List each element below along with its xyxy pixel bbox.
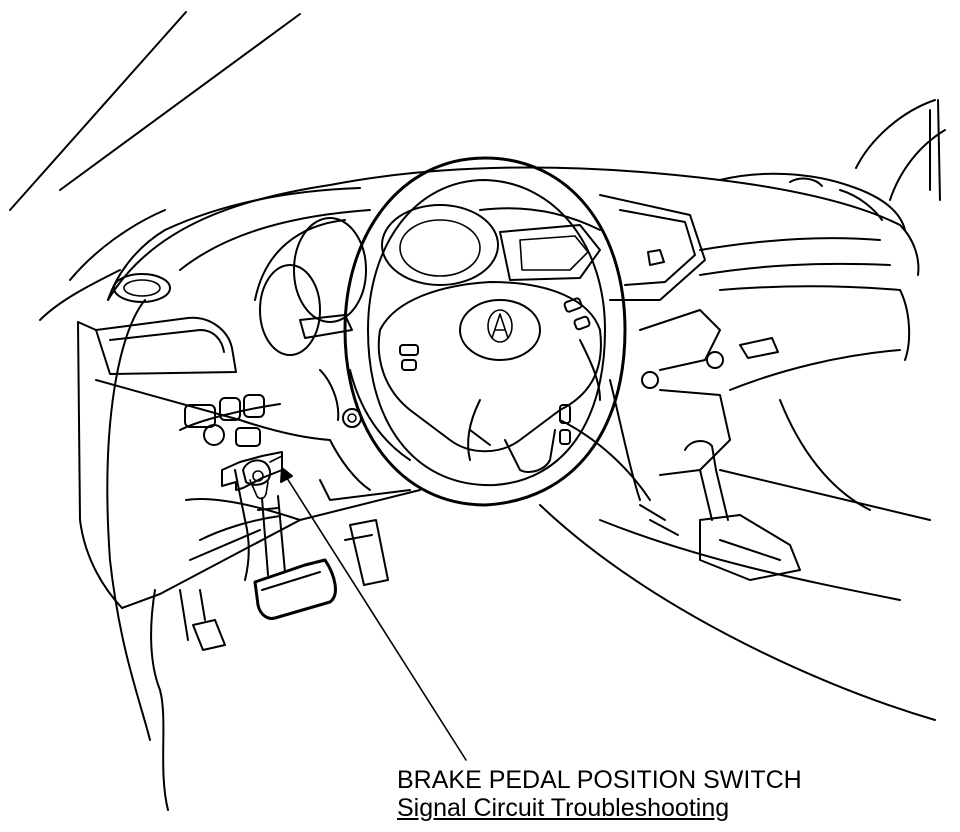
- dashboard-top: [107, 99, 946, 301]
- door-panel: [39, 209, 166, 321]
- brake-switch-bracket: [221, 451, 283, 500]
- brake-pedal-assembly: [234, 469, 337, 620]
- left-vent: [95, 273, 237, 375]
- signal-circuit-troubleshooting-link[interactable]: Signal Circuit Troubleshooting: [397, 794, 730, 822]
- center-console: [539, 194, 936, 721]
- steering-column: [299, 314, 411, 501]
- brake-pedal-position-switch-label: BRAKE PEDAL POSITION SWITCH: [397, 766, 802, 794]
- switch-cluster: [184, 394, 362, 447]
- leader-line: [280, 467, 467, 761]
- lower-left-panel: [77, 321, 421, 609]
- pedals: [179, 519, 389, 651]
- instrument-cluster: [254, 204, 601, 356]
- a-pillar: [9, 11, 301, 811]
- steering-wheel: [343, 156, 627, 507]
- gear-shifter: [639, 440, 801, 581]
